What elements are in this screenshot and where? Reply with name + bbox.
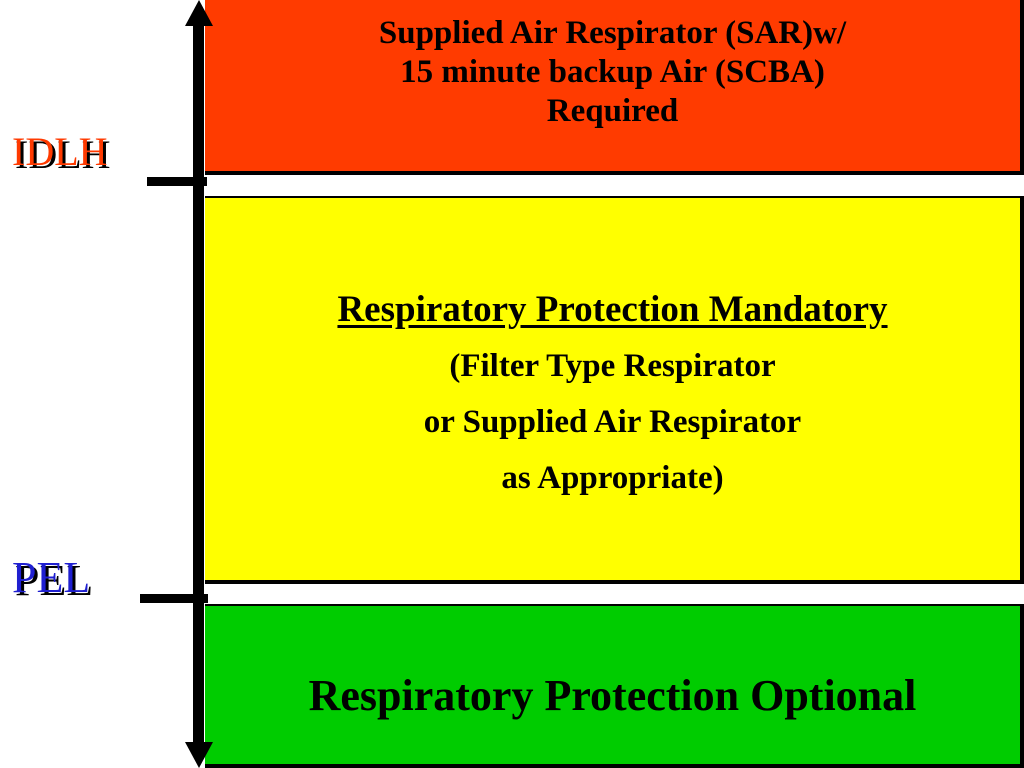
- idlh-label: IDLH: [12, 129, 108, 174]
- pel-tick: [140, 594, 208, 603]
- zone-red-line-1: Supplied Air Respirator (SAR)w/: [378, 15, 847, 51]
- zone-red-line-3: Required: [546, 93, 679, 129]
- zone-below-pel: Respiratory Protection Optional: [205, 604, 1024, 768]
- zone-above-idlh: Supplied Air Respirator (SAR)w/ 15 minut…: [205, 0, 1024, 175]
- zone-yellow-headline: Respiratory Protection Mandatory: [337, 289, 888, 330]
- idlh-tick: [147, 177, 207, 186]
- zone-yellow-line-2: or Supplied Air Respirator: [423, 404, 802, 440]
- arrow-up-icon: [185, 0, 213, 26]
- zone-yellow-line-1: (Filter Type Respirator: [449, 348, 776, 384]
- pel-label: PEL: [12, 553, 91, 602]
- zone-green-text: Respiratory Protection Optional: [308, 671, 917, 720]
- arrow-down-icon: [185, 742, 213, 768]
- concentration-axis: [193, 14, 204, 754]
- zone-red-line-2: 15 minute backup Air (SCBA): [400, 54, 825, 90]
- zone-between-pel-idlh: Respiratory Protection Mandatory (Filter…: [205, 196, 1024, 584]
- zone-yellow-line-3: as Appropriate): [501, 460, 724, 496]
